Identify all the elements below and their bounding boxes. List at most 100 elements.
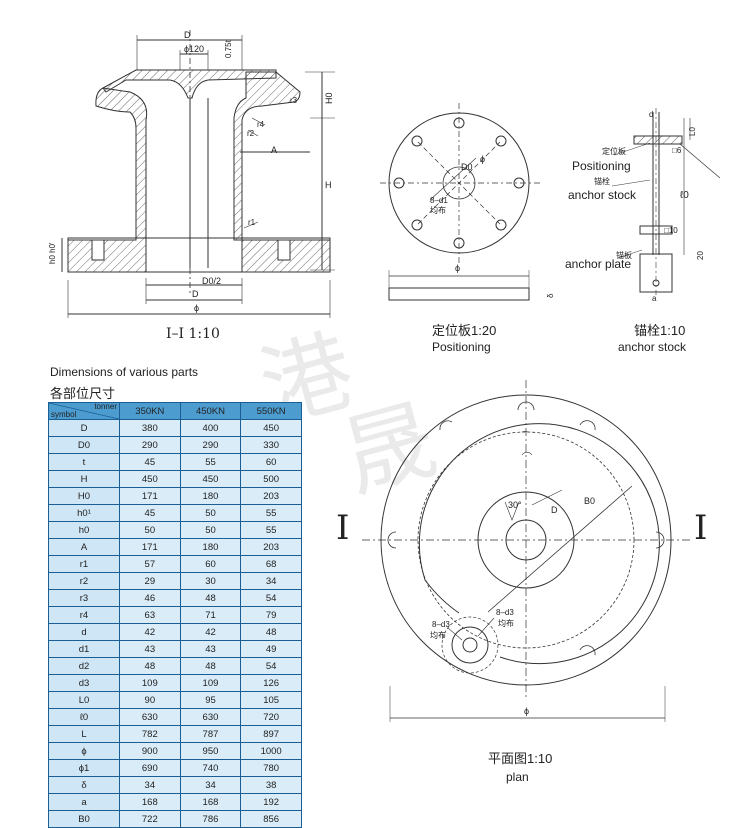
header-corner-cell: tonner symbol	[48, 402, 120, 420]
label-B0: B0	[584, 496, 596, 506]
table-cell-symbol: h0¹	[48, 504, 120, 522]
table-cell-value: 48	[179, 589, 242, 607]
label-D-top: D	[184, 30, 191, 40]
table-cell-value: 29	[119, 572, 181, 590]
table-cell-value: 50	[179, 521, 242, 539]
label-H: H	[325, 180, 332, 190]
table-cell-value: 203	[240, 487, 302, 505]
table-cell-value: 48	[240, 623, 302, 641]
table-cell-symbol: ϕ1	[48, 759, 120, 777]
table-cell-value: 450	[240, 419, 302, 437]
table-cell-value: 55	[240, 504, 302, 522]
label-D0: D0	[461, 162, 473, 172]
table-title-cn: 各部位尺寸	[50, 386, 116, 401]
label-L0: L0	[688, 127, 697, 136]
table-cell-value: 171	[119, 487, 181, 505]
table-cell-value: 786	[179, 810, 242, 828]
label-A: A	[271, 145, 278, 155]
table-cell-value: 63	[119, 606, 181, 624]
header-col-350: 350KN	[119, 402, 181, 420]
table-cell-value: 630	[119, 708, 181, 726]
table-cell-value: 48	[179, 657, 242, 675]
section-caption: I–I 1:10	[166, 326, 220, 342]
table-cell-value: 57	[119, 555, 181, 573]
table-cell-value: 109	[179, 674, 242, 692]
table-cell-symbol: B0	[48, 810, 120, 828]
label-8-d3-a: 8–d3	[496, 608, 514, 617]
table-cell-value: 68	[240, 555, 302, 573]
label-junbu-pos: 均布	[430, 206, 446, 215]
label-H0: H0	[324, 92, 334, 104]
table-cell-value: 380	[119, 419, 181, 437]
label-dingweiban: 定位板	[602, 147, 626, 156]
label-phi-plan: ϕ	[524, 706, 530, 716]
label-8-d3-b: 8–d3	[432, 620, 450, 629]
label-r4: r4	[257, 120, 265, 129]
table-cell-symbol: D0	[48, 436, 120, 454]
label-r2: r2	[247, 129, 255, 138]
table-cell-value: 90	[119, 691, 181, 709]
table-cell-value: 950	[179, 742, 242, 760]
table-cell-symbol: H	[48, 470, 120, 488]
table-cell-value: 54	[240, 589, 302, 607]
table-cell-value: 168	[119, 793, 181, 811]
label-phi-bottom: ϕ	[194, 303, 200, 313]
table-title-en: Dimensions of various parts	[50, 365, 199, 379]
table-cell-value: 50	[119, 521, 181, 539]
roman-I-right: I	[694, 508, 708, 548]
table-cell-value: 45	[119, 453, 181, 471]
table-cell-value: 630	[179, 708, 242, 726]
table-cell-value: 787	[179, 725, 242, 743]
label-20: 20	[696, 251, 705, 260]
table-cell-symbol: t	[48, 453, 120, 471]
table-cell-value: 49	[240, 640, 302, 658]
table-cell-value: 46	[119, 589, 181, 607]
table-cell-value: 856	[240, 810, 302, 828]
table-cell-value: 782	[119, 725, 181, 743]
table-cell-value: 740	[179, 759, 242, 777]
table-cell-value: 42	[119, 623, 181, 641]
table-cell-value: 450	[119, 470, 181, 488]
table-cell-value: 55	[240, 521, 302, 539]
plan-caption-en: plan	[506, 770, 529, 784]
table-cell-symbol: r1	[48, 555, 120, 573]
table-cell-value: 34	[240, 572, 302, 590]
table-cell-value: 38	[240, 776, 302, 794]
label-junbu-b: 均布	[430, 631, 446, 640]
label-maoshuan: 锚栓	[594, 177, 610, 186]
table-cell-value: 203	[240, 538, 302, 556]
table-cell-symbol: ϕ	[48, 742, 120, 760]
label-junbu-a: 均布	[498, 619, 514, 628]
table-cell-symbol: L	[48, 725, 120, 743]
label-maoban: 锚板	[616, 251, 632, 260]
table-cell-value: 30	[179, 572, 242, 590]
header-diagonal	[49, 403, 119, 419]
table-cell-value: 180	[179, 487, 242, 505]
watermark-char-2: 晟	[333, 387, 447, 512]
label-phi120: ϕ120	[184, 44, 205, 54]
table-cell-value: 1000	[240, 742, 302, 760]
table-cell-value: 180	[179, 538, 242, 556]
table-cell-value: 42	[179, 623, 242, 641]
plan-view	[362, 380, 690, 722]
label-r1: r1	[248, 218, 256, 227]
table-cell-value: 79	[240, 606, 302, 624]
table-cell-value: 500	[240, 470, 302, 488]
table-cell-value: 71	[179, 606, 242, 624]
table-cell-value: 34	[179, 776, 242, 794]
section-view	[61, 30, 335, 318]
header-tonner: tonner	[94, 402, 117, 411]
label-phi-pos: ϕ	[480, 154, 486, 164]
